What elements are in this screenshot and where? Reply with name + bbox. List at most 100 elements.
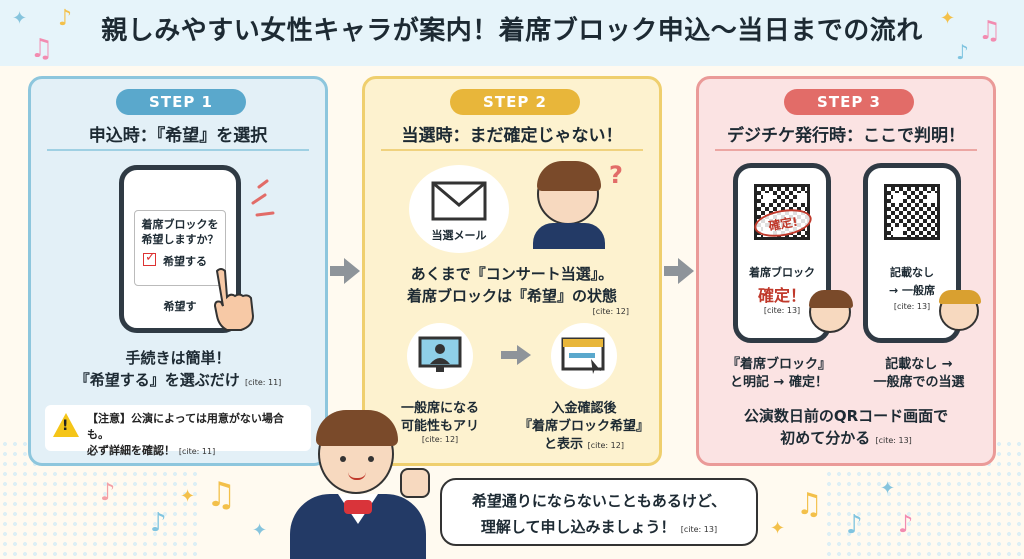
- confirm-note: 入金確認後: [551, 401, 617, 416]
- citation: [cite: 13]: [893, 302, 931, 311]
- caution-box: ! 【注意】公演によっては用意がない場合も。 必ず詳細を確認！ [cite: 1…: [45, 405, 311, 457]
- bubble-text-2: 理解して申し込みましょう！: [480, 518, 676, 536]
- step3-body: 初めて分かる [cite: 13]: [699, 427, 993, 448]
- character-body: [533, 223, 605, 249]
- citation: [cite: 13]: [763, 306, 801, 315]
- result-a: 『着席ブロック』: [726, 357, 831, 372]
- music-note-icon: ♪: [846, 510, 863, 540]
- character-thinking-avatar: [537, 161, 601, 225]
- phone-question: 着席ブロックを: [141, 218, 219, 231]
- phone-button-label: 希望す: [163, 300, 197, 313]
- step2-heading: 当選時：まだ確定じゃない！: [401, 126, 623, 146]
- step2-body: あくまで『コンサート当選』。: [410, 265, 614, 283]
- general-seat-note: 一般席になる: [400, 401, 479, 416]
- checkbox-label: 希望する: [163, 255, 207, 268]
- music-note-icon: ♫: [206, 475, 237, 515]
- citation: [cite: 12]: [421, 435, 459, 444]
- sparkle-icon: ✦: [880, 478, 896, 499]
- arrow-right-icon: [330, 258, 360, 284]
- music-note-icon: ♪: [100, 478, 116, 506]
- checkbox: ✓: [143, 250, 156, 266]
- phone-dialog: 着席ブロックを 希望しますか？ ✓ 希望する: [134, 210, 226, 286]
- guide-body: [290, 494, 426, 559]
- step1-badge: STEP 1: [116, 89, 246, 115]
- warning-mark: !: [62, 418, 69, 434]
- character-man-avatar: [939, 290, 981, 331]
- question-mark-icon: ?: [609, 161, 623, 189]
- music-note-icon: ♪: [898, 510, 914, 538]
- step1-body: 手続きは簡単！: [125, 349, 231, 367]
- mail-label: 当選メール: [431, 229, 487, 242]
- step1-panel: STEP 1 申込時：『希望』を選択 着席ブロックを 希望しますか？ ✓ 希望す…: [28, 76, 328, 466]
- step1-body: 『希望する』を選ぶだけ [cite: 11]: [31, 369, 325, 390]
- step1-body-text: 『希望する』を選ぶだけ: [74, 371, 240, 389]
- step3-body: 公演数日前のQRコード画面で: [743, 407, 949, 425]
- divider: [715, 149, 977, 151]
- music-note-icon: ♪: [58, 6, 73, 31]
- music-note-icon: ♫: [978, 16, 1002, 46]
- arrow-right-icon: [501, 345, 531, 365]
- bubble-text: 理解して申し込みましょう！ [cite: 13]: [442, 516, 756, 537]
- citation: [cite: 13]: [875, 436, 912, 445]
- sparkle-icon: ✦: [940, 8, 956, 29]
- phone-b-label: 記載なし: [890, 266, 934, 279]
- monitor-icon: [418, 336, 462, 372]
- divider: [47, 149, 309, 151]
- music-note-icon: ♪: [150, 508, 167, 538]
- citation: [cite: 12]: [587, 441, 624, 450]
- qr-code-icon: [884, 184, 940, 240]
- character-happy-avatar: [809, 290, 853, 333]
- guide-face: [316, 410, 398, 494]
- citation: [cite: 11]: [178, 447, 216, 456]
- title-banner: [0, 0, 1024, 66]
- phone-b-label: → 一般席: [888, 284, 936, 297]
- envelope-icon: [431, 181, 487, 221]
- citation: [cite: 11]: [244, 378, 282, 387]
- caution-text: 【注意】公演によっては用意がない場合も。: [87, 412, 284, 441]
- citation: [cite: 13]: [680, 525, 718, 534]
- divider: [381, 149, 643, 151]
- result-a: と明記 → 確定！: [730, 375, 828, 390]
- sparkle-icon: ✦: [12, 8, 28, 29]
- browser-circle: [551, 323, 617, 389]
- step3-body-text: 初めて分かる: [780, 429, 871, 447]
- result-b: 記載なし →: [885, 357, 953, 372]
- thumbs-up-icon: [400, 468, 430, 498]
- phone-a-confirmed: 確定！: [757, 286, 806, 305]
- result-b: 一般席での当選: [873, 375, 965, 390]
- sparkle-icon: ✦: [252, 520, 268, 541]
- phone-question: 希望しますか？: [141, 233, 219, 246]
- bubble-text: 希望通りにならないこともあるけど、: [471, 492, 727, 510]
- speech-bubble: 希望通りにならないこともあるけど、 理解して申し込みましょう！ [cite: 1…: [440, 478, 758, 546]
- music-note-icon: ♫: [796, 487, 823, 522]
- step2-body: 着席ブロックは『希望』の状態: [406, 287, 617, 305]
- phone-general: 記載なし → 一般席 [cite: 13]: [863, 163, 961, 343]
- monitor-circle: [407, 323, 473, 389]
- sparkle-icon: ✦: [180, 486, 196, 507]
- step2-badge: STEP 2: [450, 89, 580, 115]
- step3-panel: STEP 3 デジチケ発行時：ここで判明！ 確定! 着席ブロック 確定！ [ci…: [696, 76, 996, 466]
- browser-click-icon: [561, 337, 605, 374]
- step3-heading: デジチケ発行時：ここで判明！: [727, 126, 965, 146]
- warning-icon: [53, 413, 79, 437]
- phone-a-label: 着席ブロック: [749, 266, 815, 279]
- hand-pointer-icon: [207, 267, 259, 331]
- mail-bubble: 当選メール: [409, 165, 509, 253]
- confirm-note-3: と表示: [544, 437, 584, 452]
- confirm-note: 『着席ブロック希望』: [518, 419, 649, 434]
- confirm-note: と表示 [cite: 12]: [505, 433, 663, 452]
- step2-panel: STEP 2 当選時：まだ確定じゃない！ 当選メール ? あくまで『コンサート当…: [362, 76, 662, 466]
- music-note-icon: ♪: [956, 40, 969, 64]
- citation: [cite: 12]: [592, 307, 629, 316]
- page-title: 親しみやすい女性キャラが案内！着席ブロック申込〜当日までの流れ: [101, 16, 923, 46]
- step3-badge: STEP 3: [784, 89, 914, 115]
- arrow-right-icon: [664, 258, 694, 284]
- check-icon: ✓: [145, 250, 156, 265]
- general-seat-note: 可能性もアリ: [400, 419, 479, 434]
- emphasis-lines-icon: [249, 179, 279, 219]
- caution-text-2: 必ず詳細を確認！: [87, 444, 175, 457]
- sparkle-icon: ✦: [770, 518, 786, 539]
- caution-text: 必ず詳細を確認！ [cite: 11]: [87, 443, 305, 460]
- music-note-icon: ♫: [30, 34, 54, 64]
- step1-heading: 申込時：『希望』を選択: [88, 126, 268, 146]
